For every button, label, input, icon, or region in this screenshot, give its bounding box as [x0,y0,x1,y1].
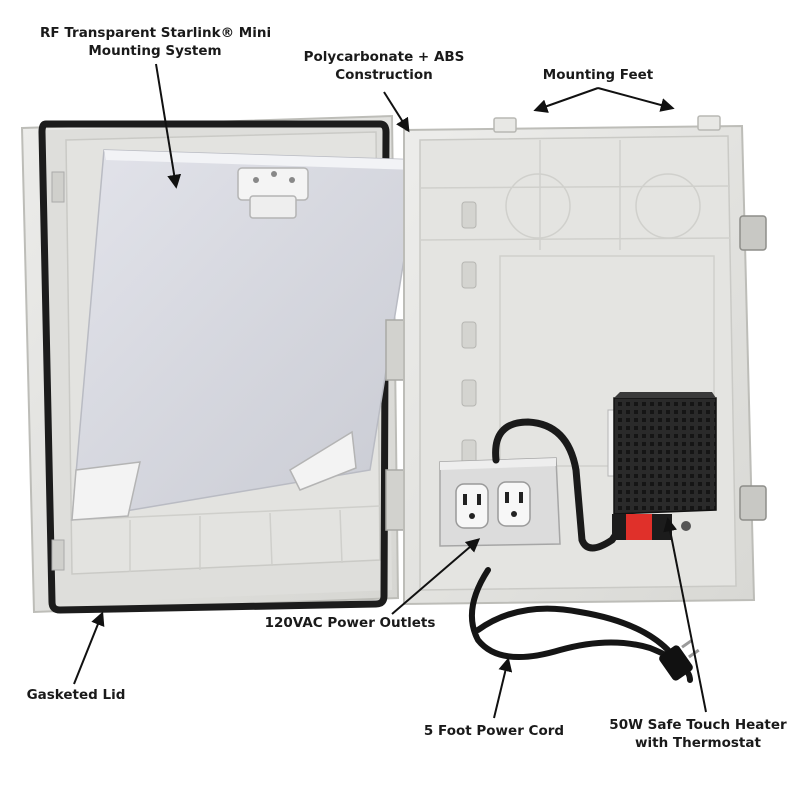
callout-power-outlets-line1: 120VAC Power Outlets [264,615,436,631]
outlet-receptacle [455,483,489,529]
callout-heater-line2: with Thermostat [635,735,761,751]
callout-arrows [73,63,707,719]
arrow-lid [73,611,105,685]
arrow-cord [493,657,513,719]
callout-construction: Polycarbonate + ABS Construction [300,48,468,84]
lid-gasket [38,120,390,614]
outlet-receptacle [497,481,531,527]
callout-power-cord: 5 Foot Power Cord [418,722,570,740]
callout-construction-line2: Construction [335,67,433,83]
arrow-feet-right [597,87,675,112]
starlink-mount-plate [71,149,421,521]
hinge [385,319,405,531]
internal-cable [492,418,630,552]
callout-heater: 50W Safe Touch Heater with Thermostat [598,716,798,752]
callout-gasketed-lid-line1: Gasketed Lid [26,687,126,703]
callout-mounting-feet: Mounting Feet [536,66,660,84]
callout-heater-line1: 50W Safe Touch Heater [609,717,787,733]
arrow-feet-left [533,87,599,113]
side-latch [739,215,767,521]
callout-power-outlets: 120VAC Power Outlets [260,614,440,632]
callout-rf-mount: RF Transparent Starlink® Mini Mounting S… [40,24,272,60]
heater-unit [607,392,717,540]
callout-rf-mount-line2: Mounting System [88,43,222,59]
mounting-foot [493,115,721,133]
callout-rf-mount-line1: RF Transparent Starlink® Mini [40,25,272,41]
power-outlet-box [439,457,561,547]
callout-mounting-feet-line1: Mounting Feet [542,67,654,83]
power-cord [469,567,700,683]
callout-construction-line1: Polycarbonate + ABS [303,49,465,65]
mount-bracket-top [237,167,309,219]
arrow-outlets [391,538,481,615]
arrow-construction [383,91,410,133]
callout-gasketed-lid: Gasketed Lid [14,686,138,704]
arrow-rf-mount [155,63,182,189]
arrow-heater [663,517,707,713]
callout-power-cord-line1: 5 Foot Power Cord [423,723,565,739]
thermostat-red [626,514,652,540]
